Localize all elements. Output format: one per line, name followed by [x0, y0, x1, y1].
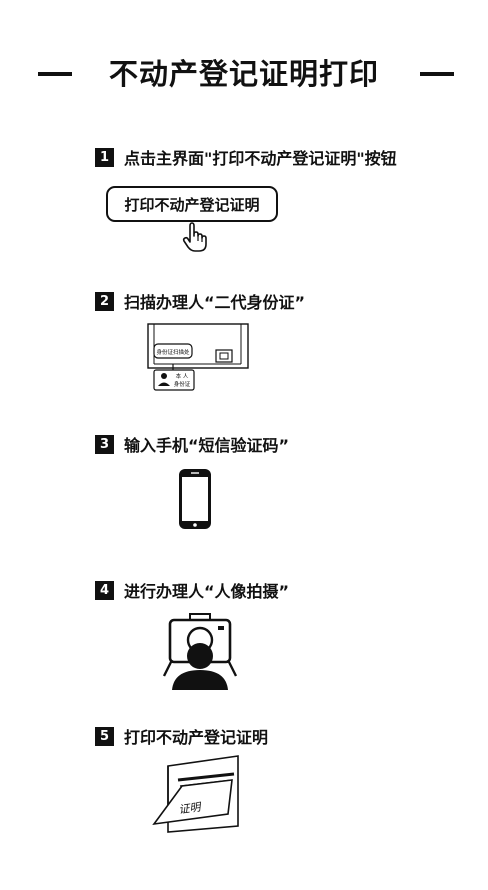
step-5: 5 打印不动产登记证明 [95, 724, 268, 748]
step-2: 2 扫描办理人“二代身份证” [95, 289, 305, 313]
step-3: 3 输入手机“短信验证码” [95, 432, 289, 456]
print-certificate-button[interactable]: 打印不动产登记证明 [106, 186, 278, 222]
step-number: 5 [95, 726, 114, 746]
phone-icon [179, 469, 211, 529]
step-text: 输入手机“短信验证码” [124, 436, 290, 455]
step-number: 4 [95, 580, 114, 600]
step-1: 1 点击主界面"打印不动产登记证明"按钮 [95, 145, 397, 169]
title-dash-left [38, 72, 72, 76]
title-dash-right [420, 72, 454, 76]
hand-pointer-icon [182, 222, 207, 252]
step-text: 点击主界面"打印不动产登记证明"按钮 [124, 149, 397, 168]
step-text: 打印不动产登记证明 [124, 728, 269, 747]
step-4: 4 进行办理人“人像拍摄” [95, 578, 289, 602]
id-card-line2: 身份证 [174, 380, 191, 388]
id-scanner-icon: 身份证扫描处 本 人 身份证 [147, 323, 249, 391]
page-title: 不动产登记证明打印 [108, 57, 379, 91]
header: 不动产登记证明打印 [0, 52, 488, 96]
id-card-line1: 本 人 [176, 372, 189, 380]
step-text: 进行办理人“人像拍摄” [124, 582, 290, 601]
scanner-slot-label: 身份证扫描处 [156, 348, 190, 356]
step-number: 1 [95, 147, 114, 167]
printer-icon: 证明 [152, 755, 239, 833]
step-number: 3 [95, 434, 114, 454]
certificate-label: 证明 [178, 800, 204, 816]
camera-portrait-icon [162, 613, 238, 690]
step-text: 扫描办理人“二代身份证” [124, 293, 306, 312]
step-number: 2 [95, 291, 114, 311]
